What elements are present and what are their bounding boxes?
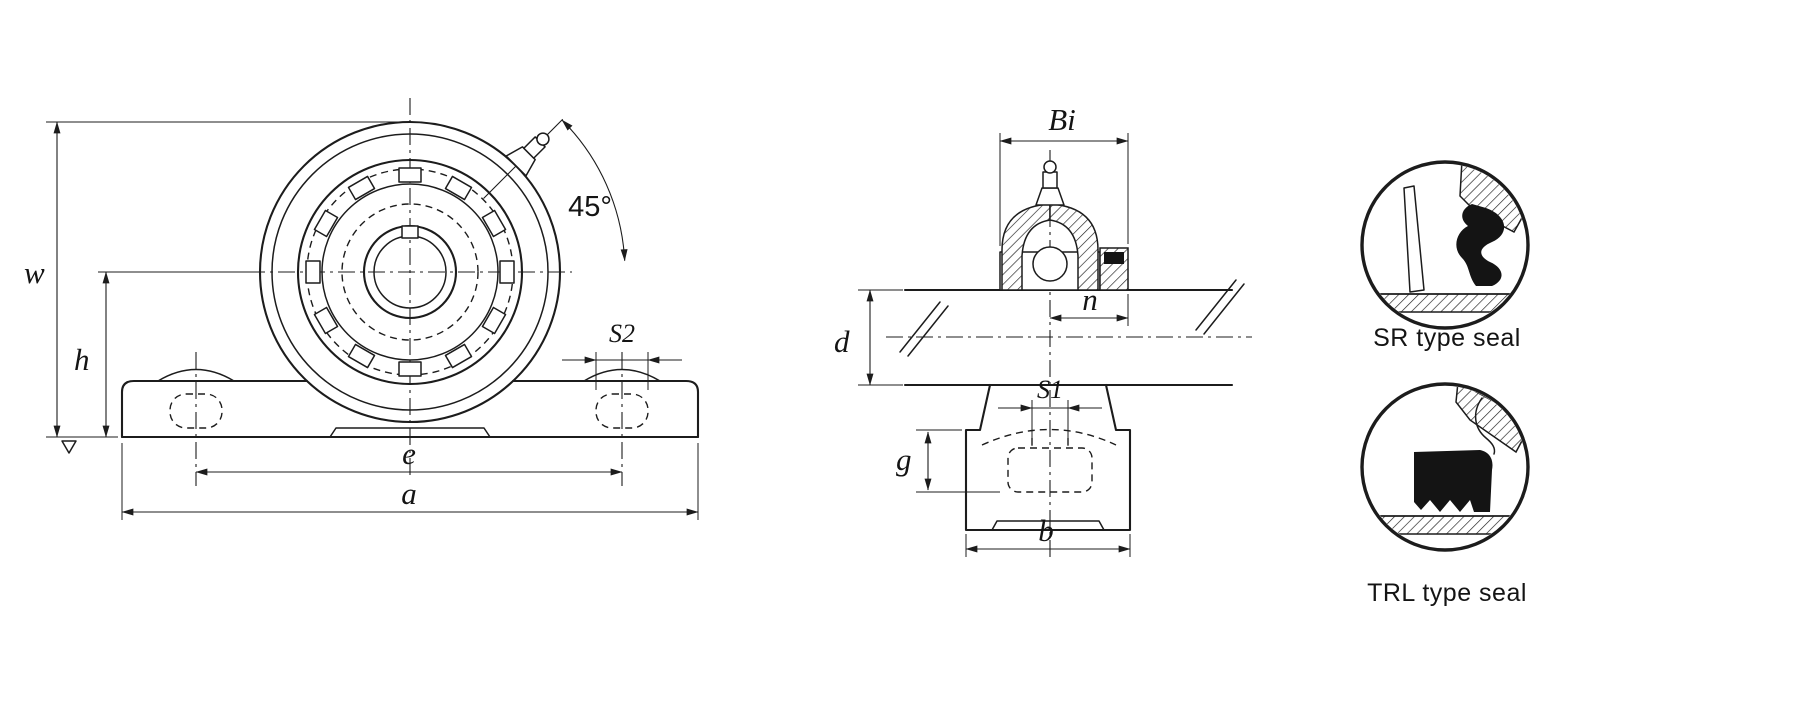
base-outline (120, 368, 700, 439)
dim-label-n: n (1082, 282, 1098, 317)
trl-seal-profile (1414, 450, 1493, 512)
sr-seal-caption: SR type seal (1373, 324, 1521, 352)
sr-detail-circle (1360, 160, 1530, 330)
seal-detail-trl: TRL type seal (1360, 382, 1530, 607)
dim-label-w: w (24, 255, 45, 290)
sr-slinger-lip (1403, 185, 1425, 293)
grease-fitting-icon (483, 118, 564, 199)
dim-label-s1: S1 (1037, 375, 1063, 404)
set-screw (1104, 252, 1124, 264)
side-view: Bi n d S1 g b (834, 102, 1252, 562)
dim-label-e: e (402, 436, 416, 471)
locknut-ring (321, 183, 499, 361)
trl-spring-hook (1474, 397, 1496, 455)
sr-seal-profile (1456, 204, 1505, 286)
ball (1032, 246, 1068, 282)
grease-nipple-icon (1035, 160, 1065, 206)
dim-label-s2: S2 (609, 319, 635, 348)
dim-label-g: g (896, 442, 912, 477)
dim-label-45deg: 45° (568, 191, 612, 223)
trl-detail-circle (1360, 382, 1530, 552)
dim-label-d: d (834, 324, 850, 359)
dim-label-bi: Bi (1048, 102, 1076, 137)
sr-seal-section (1379, 164, 1526, 313)
dim-label-b: b (1038, 513, 1054, 548)
keyway (401, 225, 419, 239)
locknut-teeth (305, 167, 515, 377)
front-view: 45° w h S2 e a (24, 98, 700, 520)
datum-symbol (61, 440, 77, 454)
angle-dimension-arc (561, 119, 628, 262)
trl-seal-caption: TRL type seal (1367, 579, 1527, 607)
dim-label-a: a (401, 476, 417, 511)
pedestal-section (964, 383, 1132, 532)
dim-label-h: h (74, 342, 90, 377)
bearing-section (999, 160, 1129, 291)
seal-detail-sr: SR type seal (1360, 160, 1530, 352)
